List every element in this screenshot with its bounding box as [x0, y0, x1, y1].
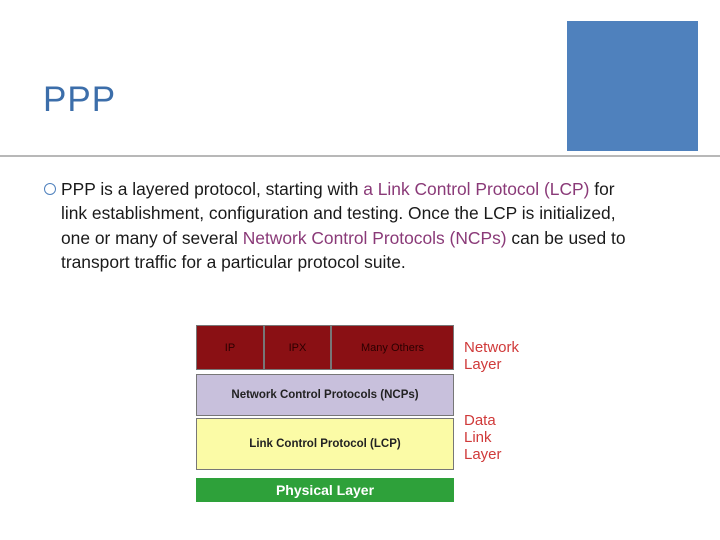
network-cell-many-others: Many Others [331, 325, 454, 370]
bullet-item: PPP is a layered protocol, starting with… [44, 177, 644, 274]
ncp-layer-box: Network Control Protocols (NCPs) [196, 374, 454, 416]
bullet-text: PPP is a layered protocol, starting with… [44, 177, 644, 274]
title-divider [0, 155, 720, 157]
bullet-highlight-lcp: a Link Control Protocol (LCP) [363, 179, 590, 199]
physical-layer-box: Physical Layer [196, 478, 454, 502]
network-cell-ip: IP [196, 325, 264, 370]
lcp-layer-box: Link Control Protocol (LCP) [196, 418, 454, 470]
bullet-text-part2: for link establishment, configuration an… [61, 179, 616, 248]
slide-title: PPP [43, 80, 117, 119]
bullet-text-part3: can be used to transport traffic for a p… [61, 227, 626, 272]
circle-bullet-icon [44, 183, 56, 195]
bullet-highlight-ncp: Network Control Protocols (NCPs) [242, 227, 507, 248]
network-cell-ipx: IPX [264, 325, 331, 370]
corner-accent-block [567, 21, 698, 151]
bullet-text-part1: PPP is a layered protocol, starting with [61, 179, 364, 199]
data-link-layer-label: Data Link Layer [464, 412, 502, 463]
network-layer-label: Network Layer [464, 339, 520, 373]
